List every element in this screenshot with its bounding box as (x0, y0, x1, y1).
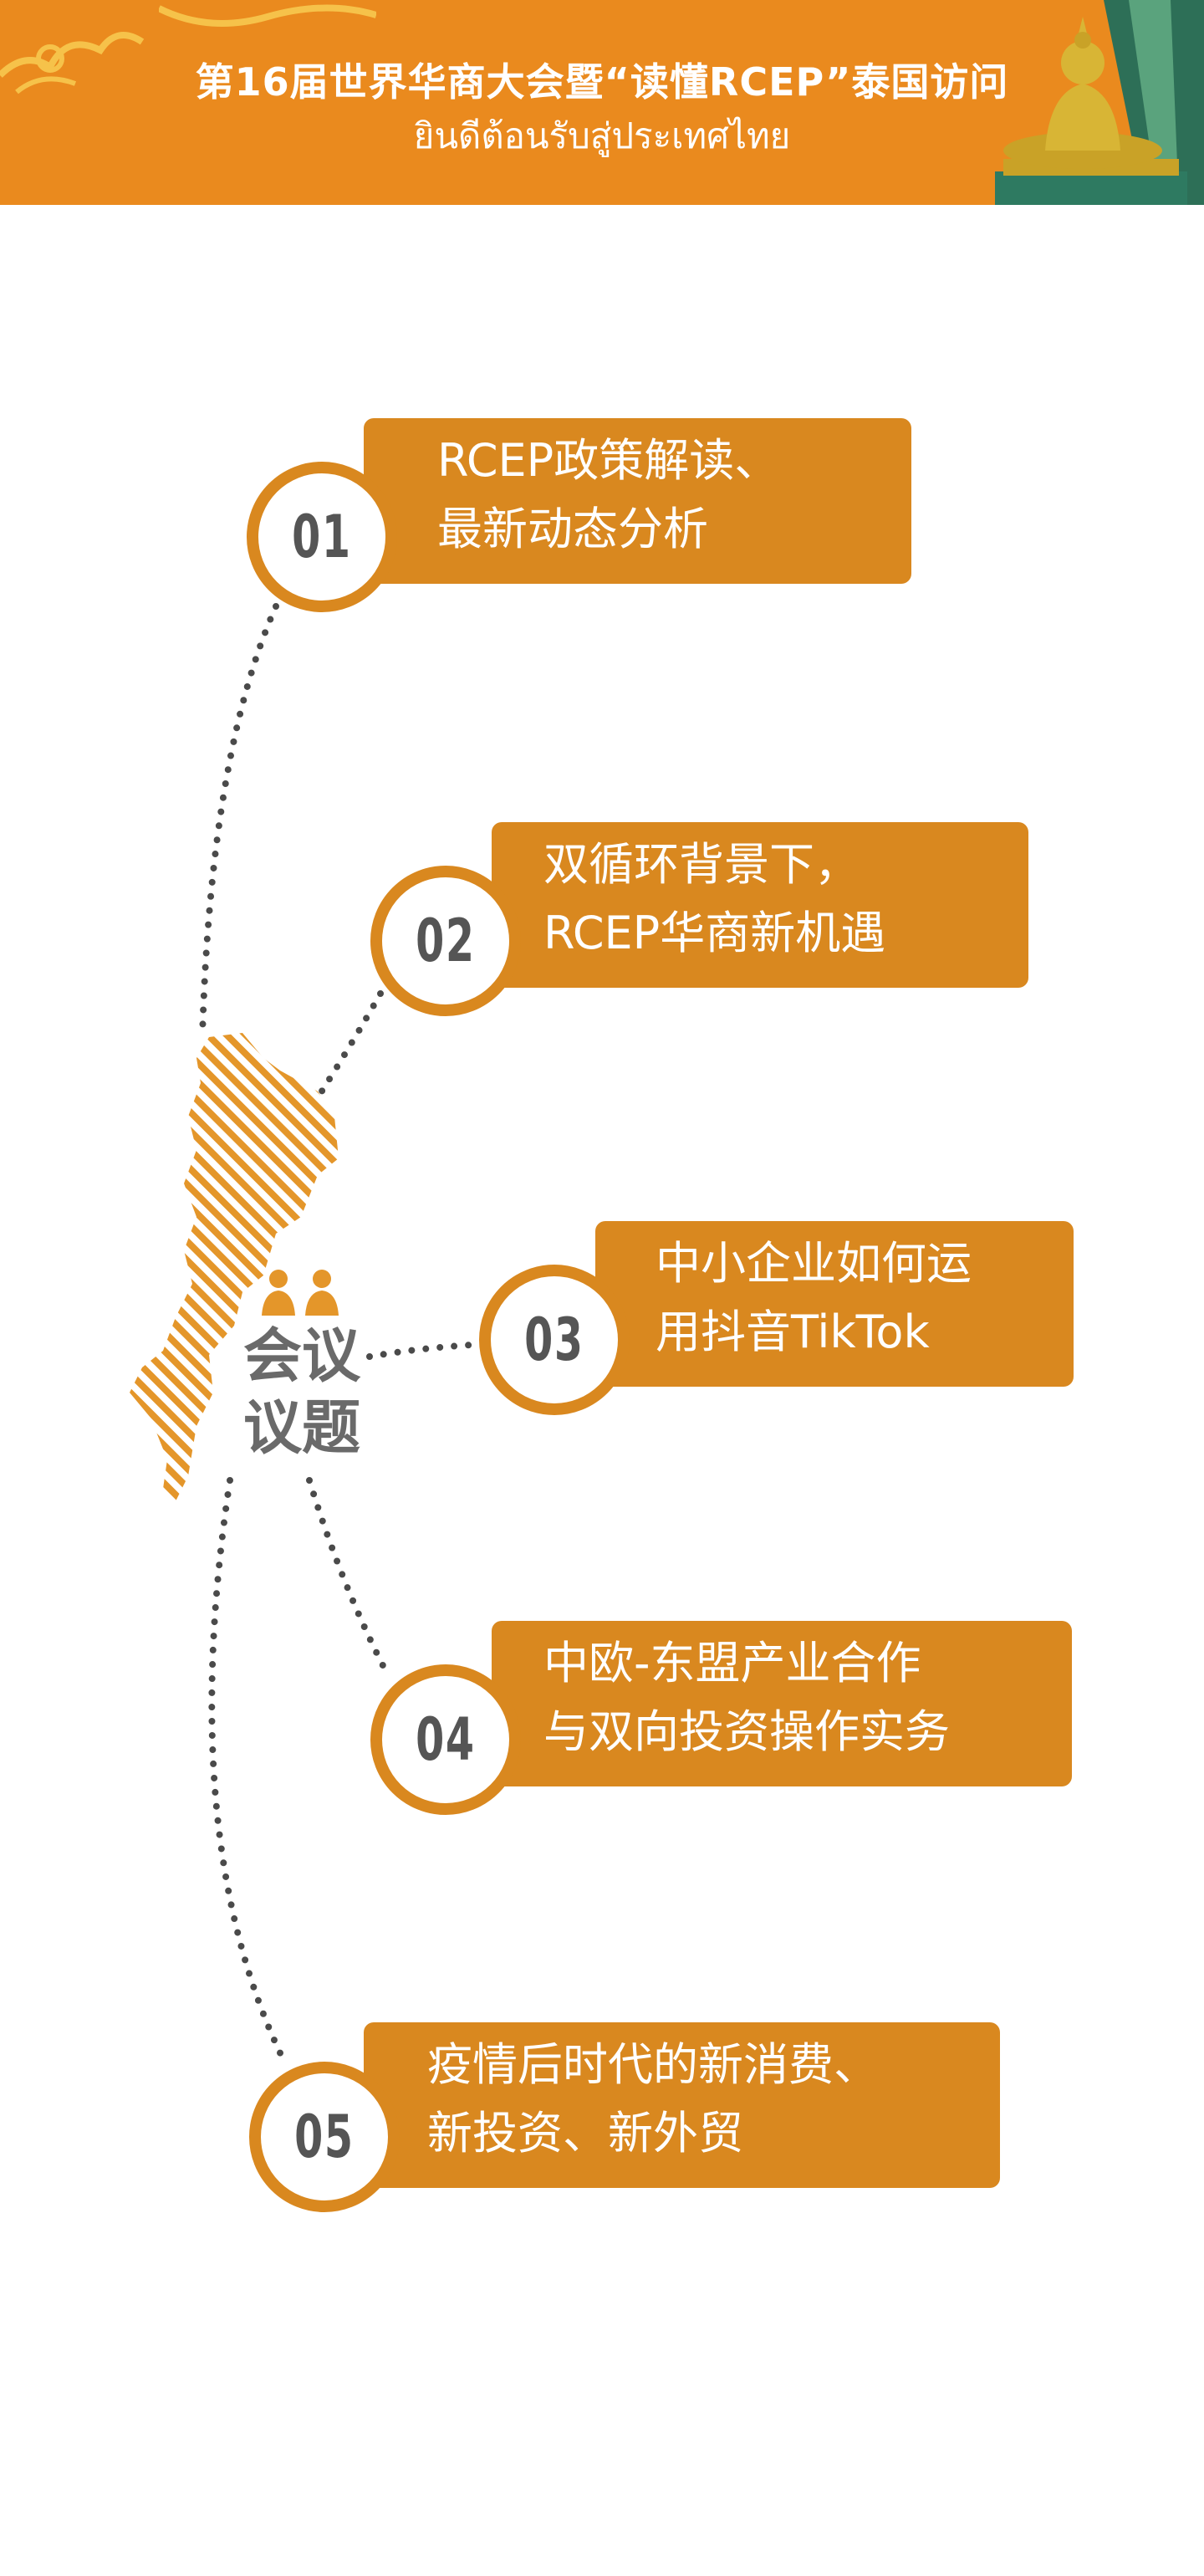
connector-line-04 (306, 1477, 392, 1680)
topic-text-line1: RCEP政策解读、 (437, 434, 780, 487)
topic-text-line1: 双循环背景下， (543, 838, 860, 891)
topic-badge-05: 05 (249, 2062, 400, 2212)
header-banner: 第16届世界华商大会暨“读懂RCEP”泰国访问 ยินดีต้อนรับสู่ป… (0, 0, 1204, 205)
thailand-map-icon (130, 1033, 339, 1501)
topic-text-line1: 中小企业如何运 (656, 1237, 972, 1290)
topic-text-line2: 用抖音TikTok (656, 1306, 930, 1358)
topic-text-line1: 疫情后时代的新消费、 (427, 2038, 879, 2091)
topic-text-line1: 中欧-东盟产业合作 (543, 1637, 921, 1689)
topic-card-01: RCEP政策解读、 最新动态分析 (364, 418, 911, 584)
section-title-line1: 会议 (243, 1321, 360, 1390)
topic-number: 01 (292, 503, 352, 571)
topic-number: 05 (294, 2103, 355, 2171)
topic-badge-03: 03 (479, 1265, 630, 1415)
connector-line-02 (308, 990, 384, 1112)
topic-number: 03 (524, 1306, 584, 1374)
topic-text-line2: 与双向投资操作实务 (543, 1705, 950, 1758)
people-icon (262, 1270, 339, 1316)
buddha-statue-icon (995, 0, 1204, 205)
connector-line-05 (208, 1477, 288, 2065)
topic-card-03: 中小企业如何运 用抖音TikTok (595, 1221, 1074, 1387)
topic-badge-01: 01 (247, 462, 397, 612)
topic-card-04: 中欧-东盟产业合作 与双向投资操作实务 (492, 1621, 1072, 1786)
topic-text-line2: 新投资、新外贸 (427, 2107, 743, 2159)
page-subtitle: ยินดีต้อนรับสู่ประเทศไทย (413, 115, 791, 156)
topic-badge-04: 04 (370, 1664, 521, 1815)
connector-line-03 (366, 1342, 476, 1360)
topic-badge-02: 02 (370, 866, 521, 1016)
topic-number: 02 (416, 907, 476, 975)
section-title-line2: 议题 (243, 1393, 360, 1462)
cloud-ornament-icon (159, 4, 376, 27)
topic-number: 04 (416, 1705, 476, 1774)
topic-text-line2: RCEP华商新机遇 (543, 907, 886, 959)
topic-text-line2: 最新动态分析 (437, 503, 708, 555)
page-title: 第16届世界华商大会暨“读懂RCEP”泰国访问 (195, 59, 1009, 105)
connector-line-01 (199, 603, 279, 1040)
topic-card-02: 双循环背景下， RCEP华商新机遇 (492, 822, 1028, 988)
cloud-ornament-icon (0, 32, 145, 95)
topic-card-05: 疫情后时代的新消费、 新投资、新外贸 (364, 2022, 1000, 2188)
section-title: 会议 议题 (231, 1320, 373, 1464)
